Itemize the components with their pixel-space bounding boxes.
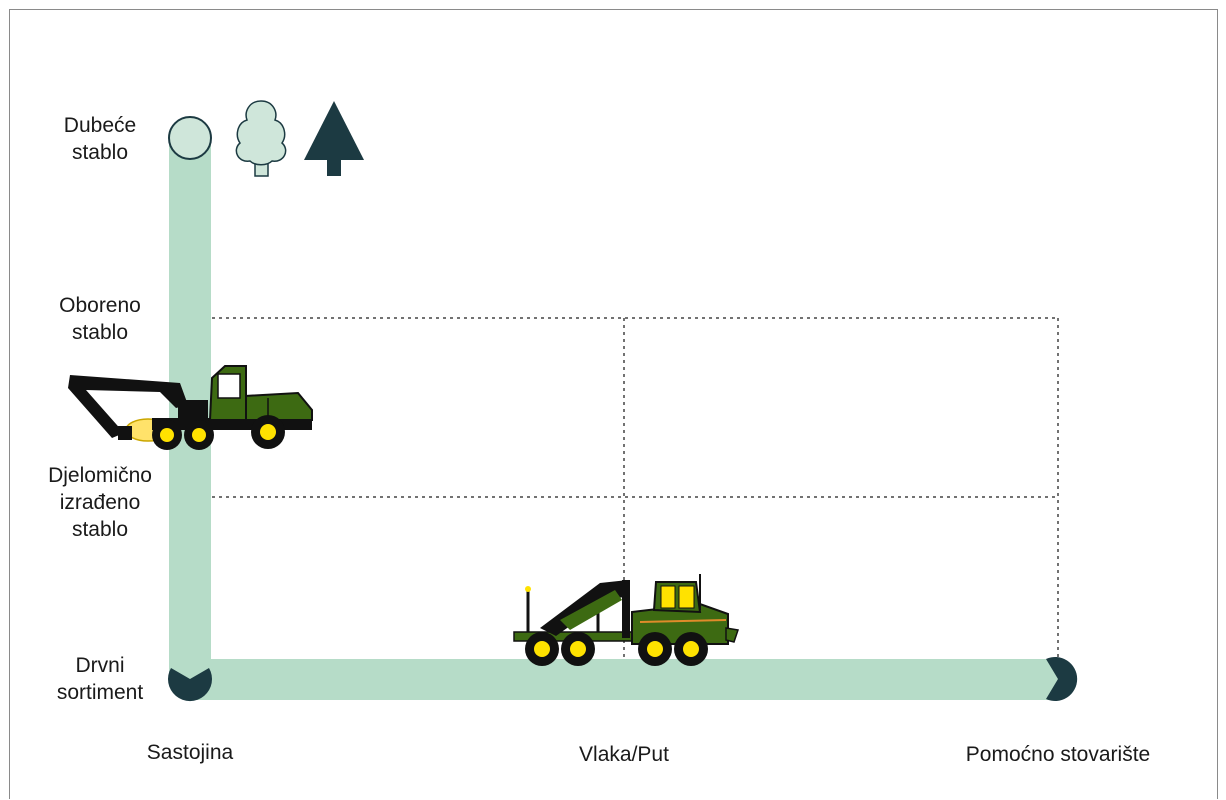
- corner-node-icon: [168, 668, 213, 702]
- location-label-road: Vlaka/Put: [579, 743, 669, 766]
- forwarder-icon: [513, 574, 739, 666]
- location-label-landing: Pomoćno stovarište: [965, 743, 1151, 766]
- dotted-grid: [212, 317, 1059, 665]
- location-label-stand: Sastojina: [146, 741, 234, 764]
- level-label-wood-assortment: Drvni sortiment: [56, 654, 144, 704]
- deciduous-tree-icon: [235, 100, 287, 177]
- level-label-partially-processed-tree: Djelomično izrađeno stablo: [48, 464, 152, 541]
- end-node-icon: [1046, 656, 1078, 701]
- horizontal-path-bar: [190, 659, 1058, 700]
- diagram-frame: [9, 9, 1218, 799]
- conifer-tree-icon: [304, 101, 364, 176]
- harvester-icon: [68, 365, 313, 450]
- level-label-felled-tree: Oboreno stablo: [59, 294, 141, 344]
- start-node-circle: [168, 116, 212, 160]
- level-label-standing-tree: Dubeće stablo: [63, 114, 137, 164]
